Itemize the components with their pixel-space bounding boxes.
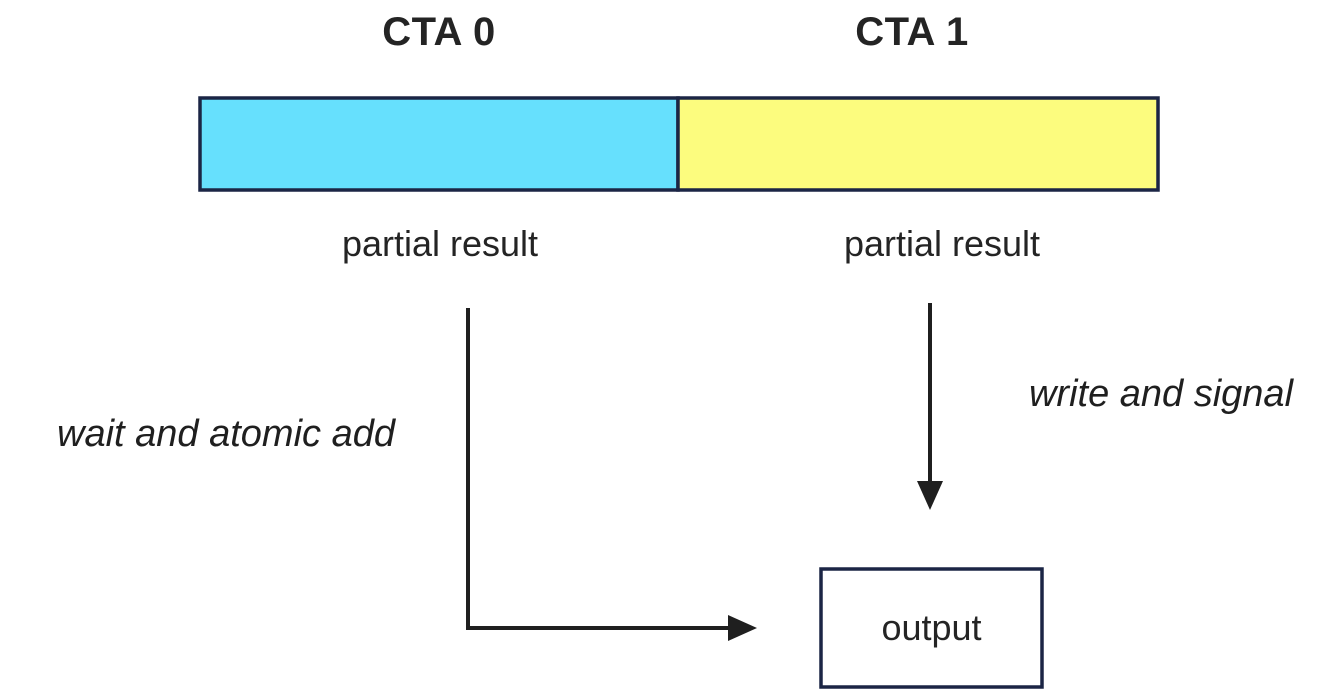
elbow-arrow-line	[466, 308, 740, 630]
partial-result-left-label: partial result	[341, 223, 539, 264]
write-and-signal-annotation: write and signal	[1028, 373, 1294, 415]
cta0-segment	[198, 96, 680, 192]
output-label: output	[881, 607, 982, 648]
write-signal-arrow-icon	[917, 303, 943, 510]
partial-result-right-label: partial result	[843, 223, 1041, 264]
wait-atomic-add-arrow-icon	[466, 308, 757, 641]
output-box	[819, 567, 1044, 689]
down-arrowhead-icon	[917, 481, 943, 510]
cta0-label: CTA 0	[382, 10, 496, 54]
cta1-segment	[676, 96, 1160, 192]
right-arrowhead-icon	[728, 615, 757, 641]
wait-atomic-add-annotation: wait and atomic add	[57, 413, 395, 455]
cta1-label: CTA 1	[855, 10, 969, 54]
